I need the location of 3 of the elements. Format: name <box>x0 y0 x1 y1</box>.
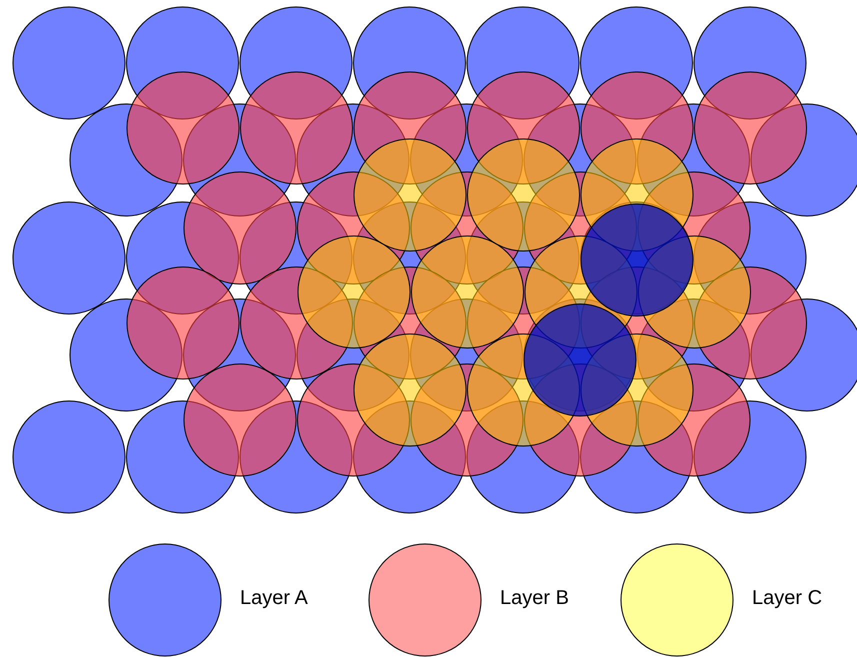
legend-label: Layer B <box>500 587 569 610</box>
legend-label: Layer A <box>240 587 308 610</box>
legend-label: Layer C <box>752 587 822 610</box>
